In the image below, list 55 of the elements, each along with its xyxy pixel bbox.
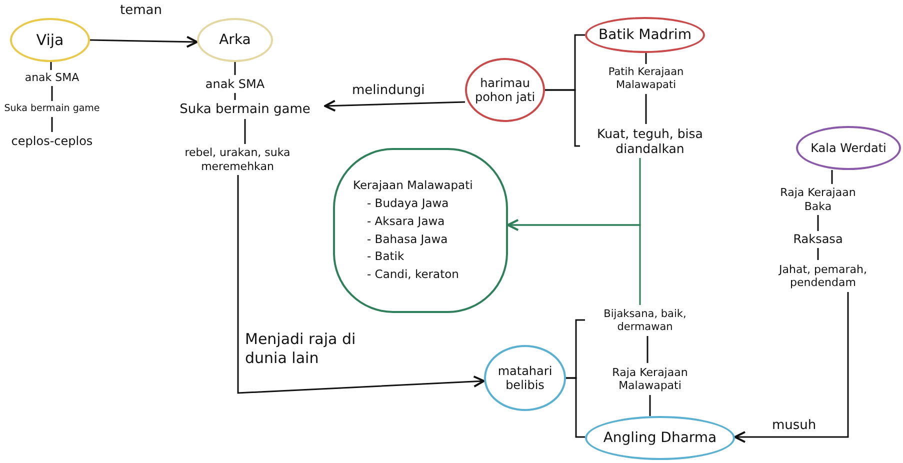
list-item: - Budaya Jawa <box>366 194 449 212</box>
character-ellipse <box>796 126 901 170</box>
info-bubble <box>333 148 508 313</box>
connector-line <box>645 94 647 124</box>
node-label: Vija <box>36 31 64 49</box>
trait-text: Bijaksana, baik, dermawan <box>585 305 705 336</box>
list-heading: Kerajaan Malawapati <box>353 177 473 194</box>
trait-text: Suka bermain game <box>0 101 104 117</box>
character-ellipse <box>10 18 90 62</box>
character-ellipse <box>197 18 273 62</box>
character-ellipse <box>585 416 735 460</box>
character-ellipse <box>465 58 545 122</box>
trait-text: Kuat, teguh, bisa diandalkan <box>580 124 720 158</box>
connector-line <box>649 395 651 416</box>
list-item: - Candi, keraton <box>366 266 459 284</box>
connector-line <box>817 215 819 231</box>
arrow <box>734 292 849 443</box>
connector-line <box>234 62 236 75</box>
connector-line <box>831 170 833 184</box>
list-item: - Aksara Jawa <box>366 212 445 230</box>
trait-text: anak SMA <box>12 70 92 86</box>
connector-line <box>234 93 236 100</box>
connector-line <box>50 62 52 70</box>
connector-line <box>817 248 819 260</box>
trait-text: Suka bermain game <box>165 100 325 119</box>
arrow <box>90 36 198 48</box>
connector-line <box>545 89 580 147</box>
list-item: - Bahasa Jawa <box>366 230 448 248</box>
edge-label: melindungi <box>352 83 425 100</box>
connector-line <box>244 119 246 144</box>
list-item: - Batik <box>366 248 404 266</box>
trait-text: Patih Kerajaan Malawapati <box>596 64 696 94</box>
trait-text: Raja Kerajaan Baka <box>768 184 868 215</box>
character-ellipse <box>585 17 705 53</box>
character-ellipse <box>484 345 566 411</box>
trait-text: Raja Kerajaan Malawapati <box>590 363 710 395</box>
trait-text: Jahat, pemarah, pendendam <box>758 260 888 292</box>
connector-line <box>566 377 585 438</box>
node-label: Angling Dharma <box>603 430 717 446</box>
node-label: Arka <box>219 32 251 48</box>
connector-line <box>51 86 53 101</box>
trait-text: anak SMA <box>190 75 280 93</box>
arrow <box>324 100 466 112</box>
trait-text: rebel, urakan, suka meremehkan <box>150 144 325 175</box>
arrow <box>507 219 641 305</box>
node-label: Batik Madrim <box>598 26 692 44</box>
trait-text: ceplos-ceplos <box>2 132 102 150</box>
node-label: matahari belibis <box>496 364 554 392</box>
node-label: Kala Werdati <box>810 140 886 156</box>
arrow <box>237 175 485 394</box>
node-label: harimau pohon jati <box>474 76 536 104</box>
connector-line <box>646 336 648 363</box>
connector-line <box>645 53 647 64</box>
trait-text: Raksasa <box>778 231 858 248</box>
connector-line <box>51 117 53 132</box>
